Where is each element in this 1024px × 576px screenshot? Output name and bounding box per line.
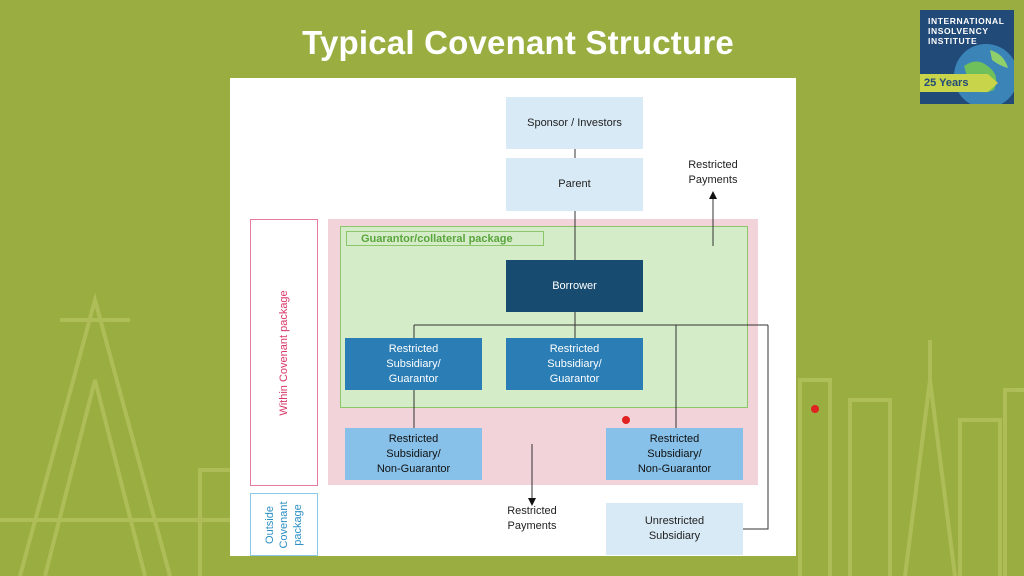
label-restricted-payments-bottom: Restricted Payments	[507, 505, 557, 532]
node-parent: Parent	[506, 158, 643, 211]
label-restricted-payments-top: Restricted Payments	[688, 159, 738, 186]
iii-logo: INTERNATIONAL INSOLVENCY INSTITUTE 25 Ye…	[920, 10, 1014, 104]
node-restricted-guarantor-right: Restricted Subsidiary/ Guarantor	[506, 338, 643, 390]
diagram-panel: Guarantor/collateral package Within Cove…	[230, 78, 796, 556]
within-covenant-sidebox: Within Covenant package	[250, 219, 318, 486]
node-restricted-nonguarantor-right: Restricted Subsidiary/ Non-Guarantor	[606, 428, 743, 480]
guarantor-package-label: Guarantor/collateral package	[346, 231, 544, 246]
logo-ribbon: 25 Years	[920, 74, 998, 92]
node-unrestricted-subsidiary: Unrestricted Subsidiary	[606, 503, 743, 555]
connector-lines	[413, 149, 769, 530]
node-restricted-guarantor-left: Restricted Subsidiary/ Guarantor	[345, 338, 482, 390]
node-restricted-nonguarantor-left: Restricted Subsidiary/ Non-Guarantor	[345, 428, 482, 480]
outside-covenant-sidebox: Outside Covenant package	[250, 493, 318, 556]
slide-title: Typical Covenant Structure	[302, 24, 734, 61]
logo-text: INTERNATIONAL INSOLVENCY INSTITUTE	[928, 16, 1005, 46]
line-bus-unrestricted	[743, 325, 769, 530]
red-dot-marker	[622, 416, 630, 424]
node-sponsor-investors: Sponsor / Investors	[506, 97, 643, 149]
red-dot-marker-outside	[811, 405, 819, 413]
node-borrower: Borrower	[506, 260, 643, 312]
